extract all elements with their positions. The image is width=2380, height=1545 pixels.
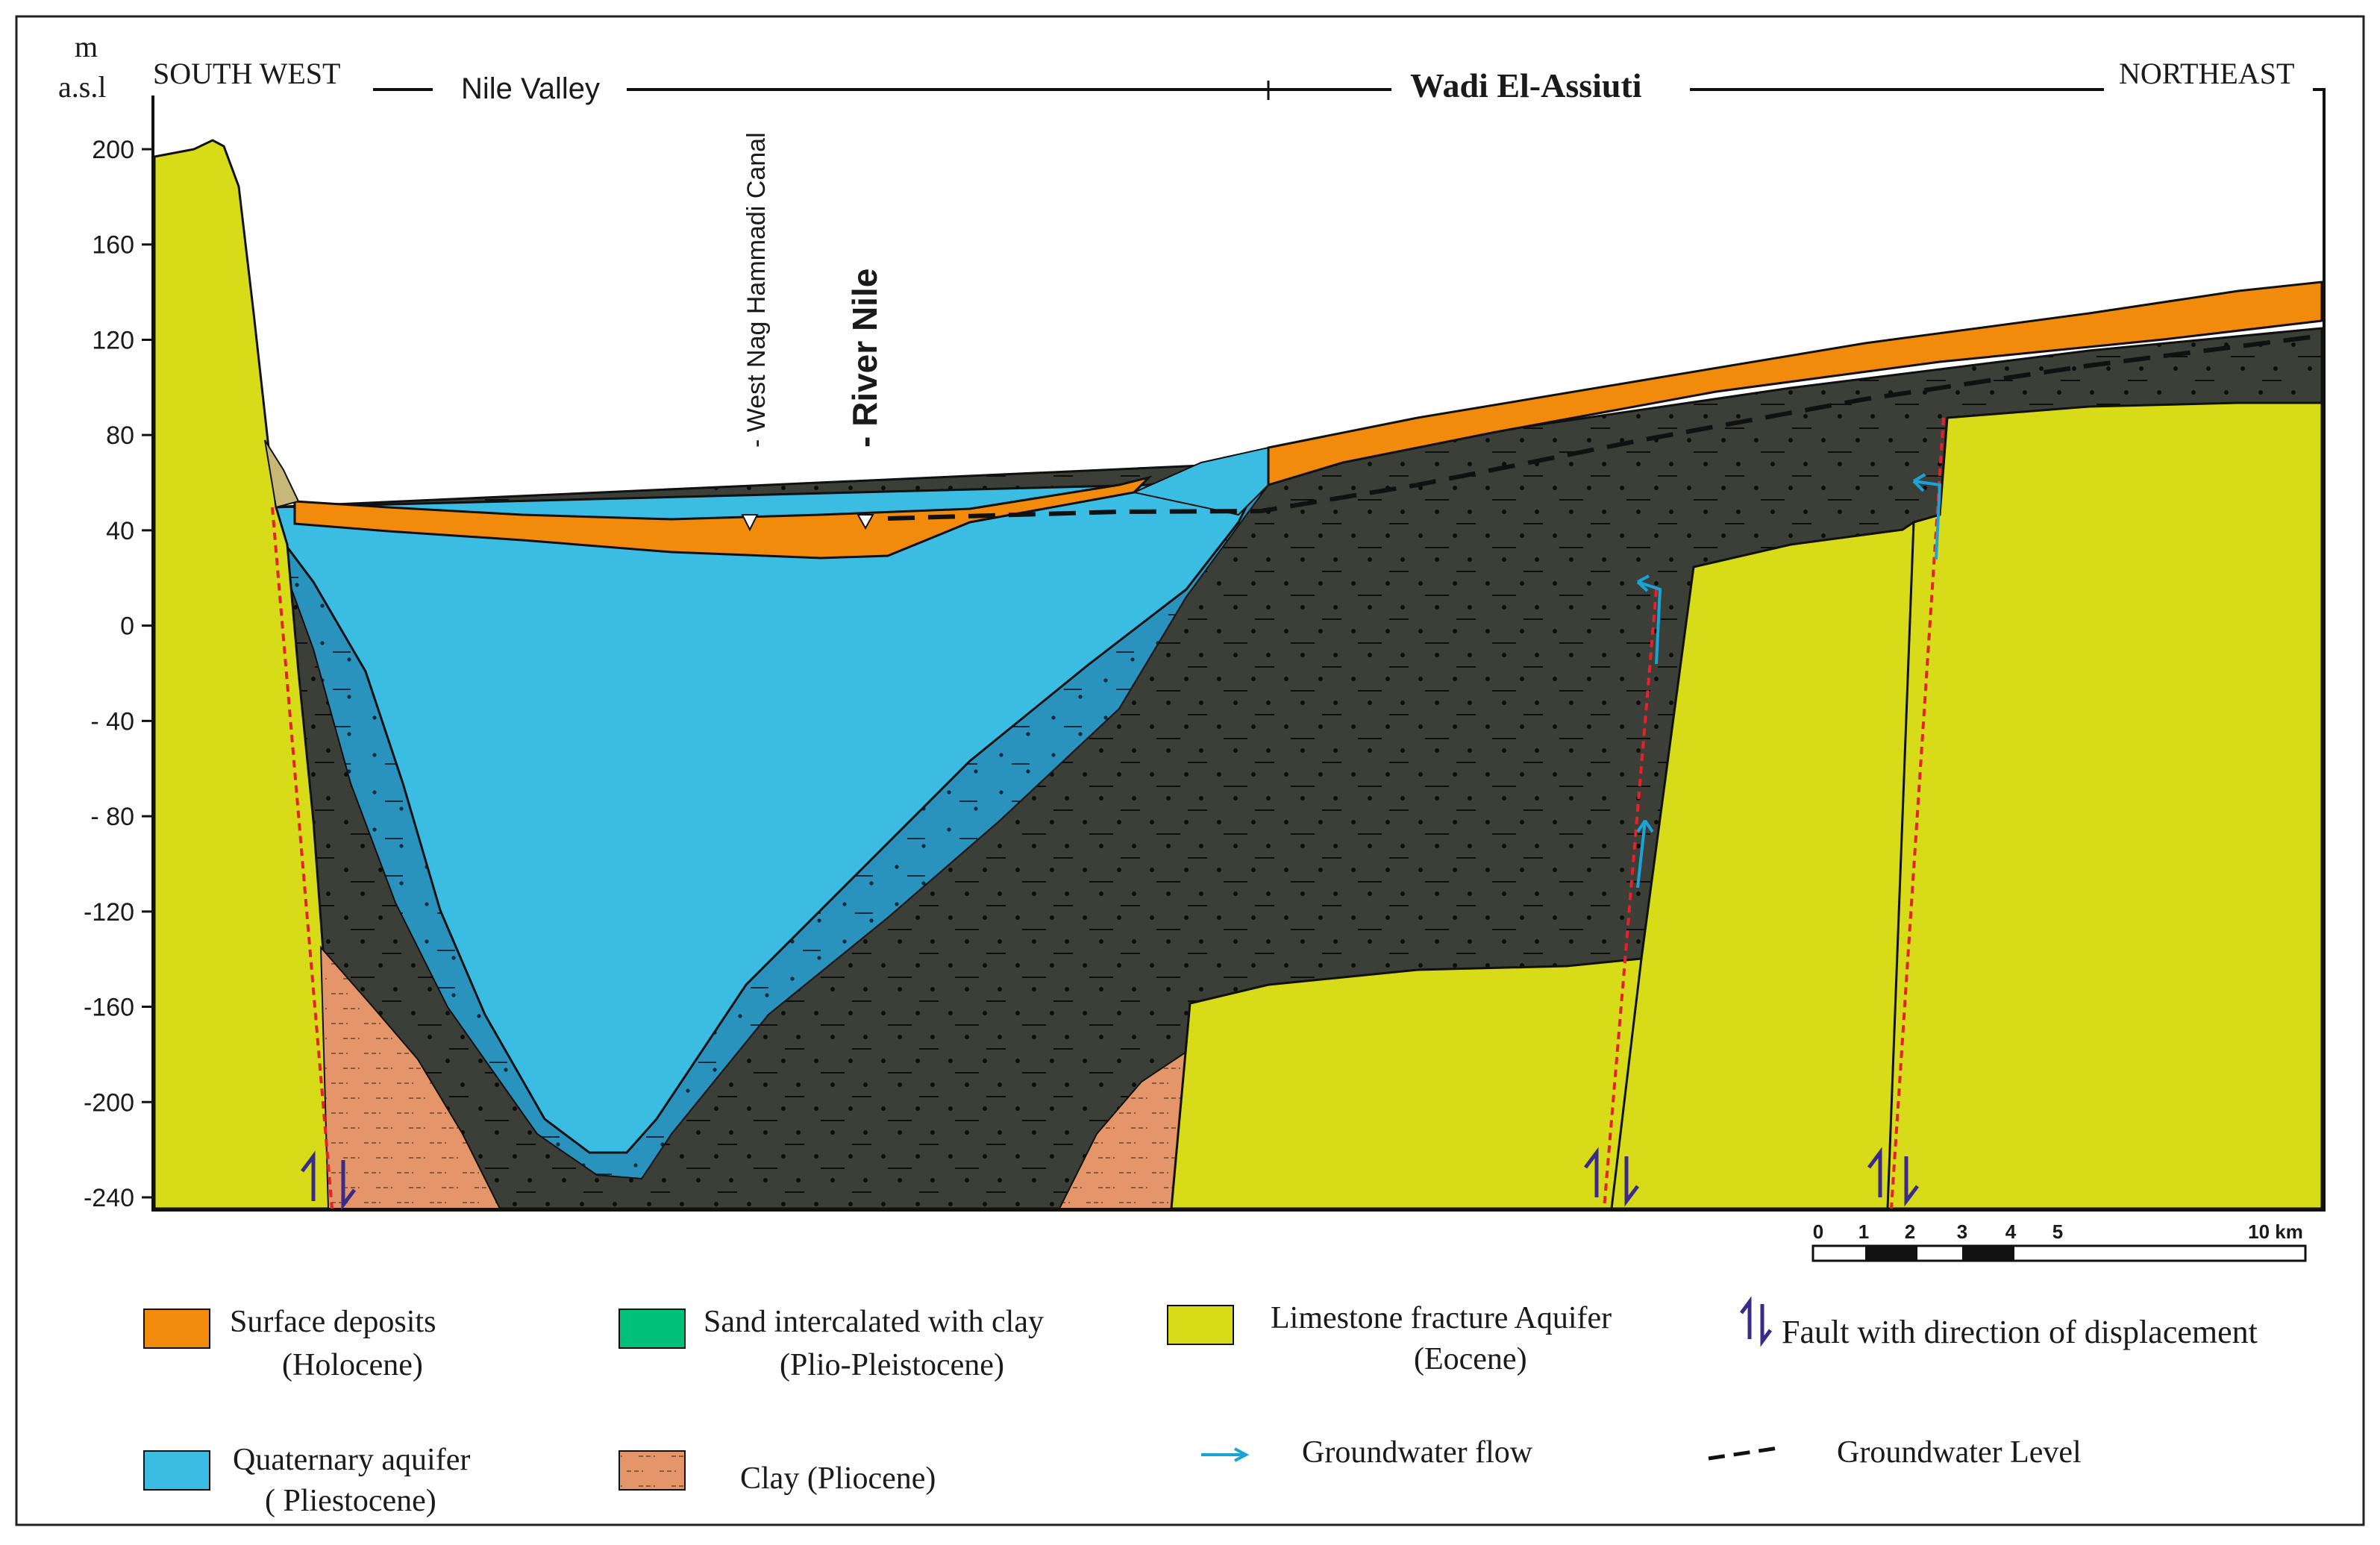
limestone-cliff-edge bbox=[264, 439, 300, 509]
legend-flow-icon bbox=[1201, 1447, 1250, 1462]
scale-bar-label: 2 bbox=[1905, 1220, 1915, 1243]
y-tick-label: - 40 bbox=[90, 707, 134, 736]
legend-swatch-limestone bbox=[1167, 1305, 1234, 1345]
y-tick-label: -160 bbox=[84, 994, 134, 1022]
y-tick-label: -120 bbox=[84, 898, 134, 927]
canal-marker-icon bbox=[741, 514, 759, 532]
clay-pliocene-center bbox=[1058, 1050, 1187, 1209]
header-southwest: SOUTH WEST bbox=[153, 57, 340, 90]
y-tick-label: 80 bbox=[106, 421, 134, 450]
legend-surface-line2: (Holocene) bbox=[282, 1348, 423, 1382]
river-marker-icon bbox=[857, 514, 874, 530]
y-tick-label: 160 bbox=[92, 231, 134, 260]
y-tick-label: -200 bbox=[84, 1088, 134, 1117]
quaternary-aquifer bbox=[271, 460, 1271, 1154]
scale-bar: 0 1 2 3 4 5 10 km bbox=[1811, 1220, 2307, 1262]
river-label: - River Nile bbox=[845, 269, 884, 448]
legend-swatch-quaternary bbox=[143, 1450, 210, 1491]
limestone-block-3 bbox=[1886, 401, 2323, 1210]
y-tick-label: - 80 bbox=[90, 803, 134, 831]
y-axis-ticks: 200 160 120 80 40 0 - 40 - 80 -120 -160 -200 -240 bbox=[84, 136, 154, 1212]
fault-arrow-icon bbox=[301, 1147, 1919, 1211]
canal-label: - West Nag Hammadi Canal bbox=[742, 132, 771, 448]
legend-quaternary-line2: ( Pliestocene) bbox=[265, 1484, 436, 1518]
axis-unit-line2: a.s.l bbox=[58, 70, 106, 104]
surface-deposits-valley bbox=[293, 475, 1153, 560]
legend-swatch-clay bbox=[619, 1450, 686, 1491]
legend-fault-label: Fault with direction of displacement bbox=[1782, 1314, 2258, 1350]
surface-deposits-wadi bbox=[1267, 281, 2323, 487]
legend-surface-line1: Surface deposits bbox=[230, 1305, 436, 1339]
legend-level-icon bbox=[1708, 1445, 1784, 1461]
scale-bar-label: 4 bbox=[2005, 1220, 2017, 1243]
fault-line-3 bbox=[1890, 417, 1945, 1209]
scale-bar-label: 10 km bbox=[2248, 1220, 2303, 1243]
y-tick-label: 0 bbox=[120, 612, 134, 641]
y-tick-label: -240 bbox=[84, 1184, 134, 1212]
scale-bar-label: 5 bbox=[2052, 1220, 2063, 1243]
figure-border bbox=[15, 15, 2365, 1526]
legend-swatch-surface bbox=[143, 1309, 210, 1349]
legend-level-label: Groundwater Level bbox=[1837, 1435, 2082, 1470]
legend-limestone-line1: Limestone fracture Aquifer bbox=[1271, 1301, 1612, 1335]
fault-line-1 bbox=[271, 507, 333, 1209]
header-nile-valley: Nile Valley bbox=[461, 72, 600, 105]
legend-clay-label: Clay (Pliocene) bbox=[740, 1461, 936, 1496]
legend-swatch-sand-clay bbox=[619, 1309, 686, 1349]
axis-unit-line1: m bbox=[75, 30, 98, 63]
legend-limestone-line2: (Eocene) bbox=[1414, 1342, 1527, 1376]
legend-quaternary-line1: Quaternary aquifer bbox=[233, 1443, 470, 1477]
y-tick-label: 120 bbox=[92, 326, 134, 354]
scale-bar-label: 1 bbox=[1858, 1220, 1869, 1243]
legend-fault-icon bbox=[1739, 1296, 1773, 1347]
legend-sand-line1: Sand intercalated with clay bbox=[704, 1305, 1044, 1339]
groundwater-level-line bbox=[887, 333, 2323, 521]
legend-flow-label: Groundwater flow bbox=[1302, 1435, 1533, 1470]
header-wadi: Wadi El-Assiuti bbox=[1410, 66, 1642, 104]
limestone-block-1 bbox=[1170, 957, 1643, 1210]
legend: Surface deposits (Holocene) Sand interca… bbox=[143, 1296, 2258, 1518]
fault-line-2 bbox=[1603, 589, 1658, 1209]
y-tick-label: 200 bbox=[92, 136, 134, 164]
clay-pliocene-west bbox=[319, 945, 501, 1209]
header-northeast: NORTHEAST bbox=[2119, 57, 2294, 90]
scale-bar-label: 0 bbox=[1813, 1220, 1823, 1243]
groundwater-flow-arrow-icon bbox=[1636, 473, 1942, 889]
y-tick-label: 40 bbox=[106, 517, 134, 545]
scale-bar-label: 3 bbox=[1957, 1220, 1967, 1243]
legend-sand-line2: (Plio-Pleistocene) bbox=[780, 1348, 1004, 1382]
